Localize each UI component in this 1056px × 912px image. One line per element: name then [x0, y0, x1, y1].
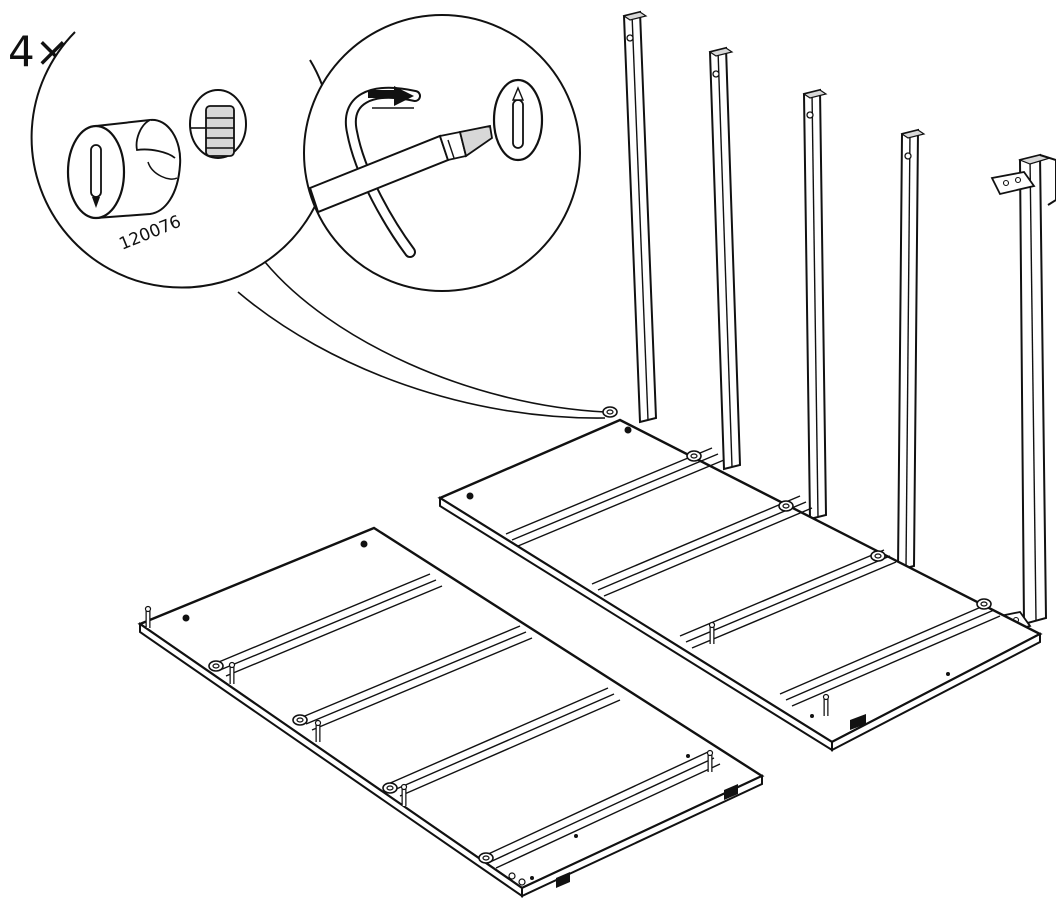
board-hole: [574, 834, 578, 838]
callout-leader-line: [237, 291, 606, 419]
board-foot: [724, 784, 738, 800]
vertical-rail-4: [896, 128, 926, 572]
cam-lock-head-icon: [492, 78, 544, 162]
board-hole: [508, 872, 516, 880]
base-board-right: [437, 406, 1043, 752]
board-hole: [686, 754, 690, 758]
board-hole: [360, 540, 368, 548]
board-foot: [850, 714, 866, 730]
board-hole: [530, 876, 534, 880]
board-grooves: [505, 447, 1001, 707]
board-hole: [466, 492, 474, 500]
board-hole: [946, 672, 950, 676]
board-hole: [518, 878, 526, 886]
threaded-insert-icon: [189, 89, 247, 159]
board-foot: [556, 872, 570, 888]
vertical-rail-3: [802, 88, 828, 521]
vertical-rail-2: [708, 46, 742, 471]
flathead-screwdriver-icon: [308, 124, 493, 214]
callout-cam-lock-detail: 120076: [30, 31, 606, 419]
callout-screwdriver-detail: [303, 14, 581, 292]
base-board-left: [137, 526, 765, 898]
top-bracket: [990, 171, 1036, 196]
cam-lock-fitting-icon: [66, 118, 182, 220]
board-hole: [182, 614, 190, 622]
callout-leader-line: [264, 261, 606, 413]
board-hole: [624, 426, 632, 434]
board-hole: [810, 714, 814, 718]
vertical-rail-1: [622, 10, 658, 424]
vertical-rail-5: [988, 153, 1056, 636]
clockwise-rotation-arrow-icon: [344, 86, 421, 258]
board-grooves: [213, 573, 721, 869]
